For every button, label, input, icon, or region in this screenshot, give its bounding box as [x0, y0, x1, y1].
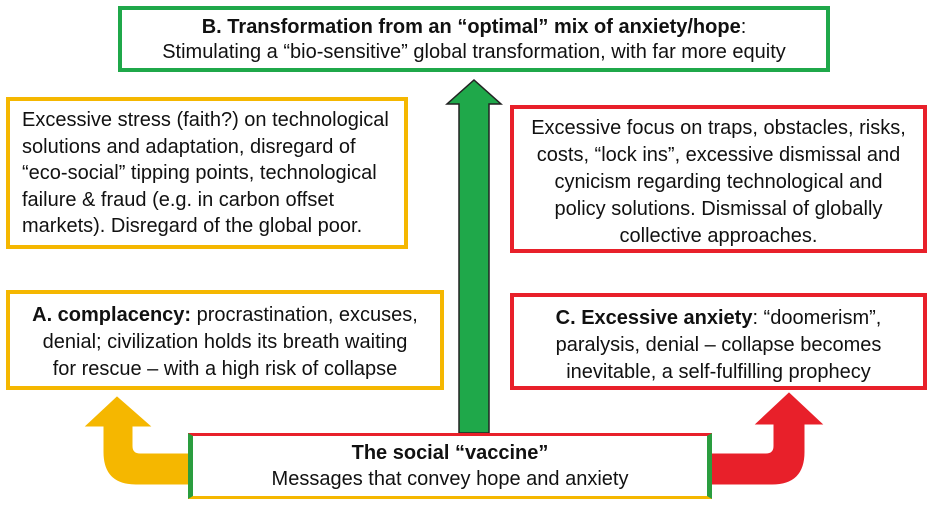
- vaccine-subtitle: Messages that convey hope and anxiety: [271, 468, 629, 490]
- stress-line-1: Excessive stress (faith?) on technologic…: [22, 109, 389, 131]
- transformation-box: B. Transformation from an “optimal” mix …: [118, 6, 830, 72]
- complacency-title: A. complacency:: [32, 304, 192, 326]
- anxiety-title: C. Excessive anxiety: [555, 307, 753, 329]
- focus-line-4: policy solutions. Dismissal of globally: [554, 198, 883, 220]
- green-up-arrow: [445, 78, 503, 434]
- complacency-line-1: procrastination, excuses,: [191, 304, 418, 326]
- transformation-title-colon: :: [740, 16, 747, 38]
- yellow-curved-arrow: [84, 396, 189, 485]
- focus-line-5: collective approaches.: [619, 225, 818, 247]
- anxiety-line-2: paralysis, denial – collapse becomes: [555, 334, 882, 356]
- red-curved-arrow: [711, 392, 824, 485]
- anxiety-line-1: : “doomerism”,: [752, 307, 882, 329]
- complacency-box: A. complacency: procrastination, excuses…: [6, 290, 444, 390]
- focus-line-3: cynicism regarding technological and: [554, 171, 883, 193]
- stress-line-4: failure & fraud (e.g. in carbon offset: [22, 188, 335, 211]
- focus-line-1: Excessive focus on traps, obstacles, ris…: [531, 117, 906, 139]
- excessive-focus-box: Excessive focus on traps, obstacles, ris…: [510, 105, 927, 253]
- focus-line-2: costs, “lock ins”, excessive dismissal a…: [536, 144, 901, 166]
- stress-line-2: solutions and adaptation, disregard of: [22, 135, 356, 158]
- stress-line-3: “eco-social” tipping points, technologic…: [22, 162, 377, 184]
- anxiety-line-3: inevitable, a self-fulfilling prophecy: [566, 361, 871, 383]
- technological-stress-box: Excessive stress (faith?) on technologic…: [6, 97, 408, 249]
- transformation-title: B. Transformation from an “optimal” mix …: [201, 16, 741, 38]
- vaccine-title: The social “vaccine”: [351, 442, 549, 464]
- excessive-anxiety-box: C. Excessive anxiety: “doomerism”, paral…: [510, 293, 927, 390]
- social-vaccine-box: The social “vaccine” Messages that conve…: [188, 433, 712, 499]
- stress-line-5: markets). Disregard of the global poor.: [22, 215, 363, 237]
- complacency-line-2: denial; civilization holds its breath wa…: [42, 331, 408, 353]
- transformation-subtitle: Stimulating a “bio-sensitive” global tra…: [162, 41, 786, 63]
- complacency-line-3: for rescue – with a high risk of collaps…: [52, 358, 398, 380]
